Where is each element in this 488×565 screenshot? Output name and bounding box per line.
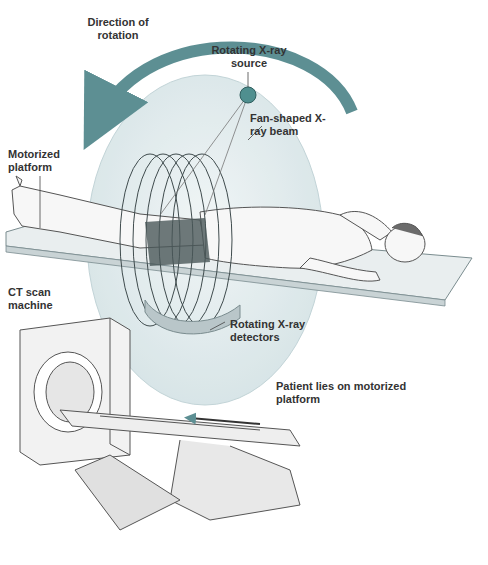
xray-beam bbox=[160, 95, 248, 215]
part-label: CT scan machine bbox=[8, 286, 68, 312]
part-label: Patient lies on motorized platform bbox=[276, 380, 416, 406]
scan-band bbox=[145, 218, 210, 266]
part-label: Direction of rotation bbox=[78, 16, 158, 42]
part-label: Motorized platform bbox=[8, 148, 78, 174]
leader-lines bbox=[40, 72, 262, 330]
rotation-arrow bbox=[100, 47, 352, 118]
part-label: Rotating X-ray detectors bbox=[230, 318, 320, 344]
xray-source bbox=[240, 87, 256, 103]
part-label: Fan-shaped X-ray beam bbox=[250, 112, 330, 138]
scan-rings bbox=[120, 154, 232, 326]
part-label: Rotating X-ray source bbox=[206, 44, 292, 70]
slide-arrow bbox=[190, 418, 260, 424]
xray-detectors bbox=[145, 300, 240, 334]
ct-machine bbox=[20, 318, 300, 530]
